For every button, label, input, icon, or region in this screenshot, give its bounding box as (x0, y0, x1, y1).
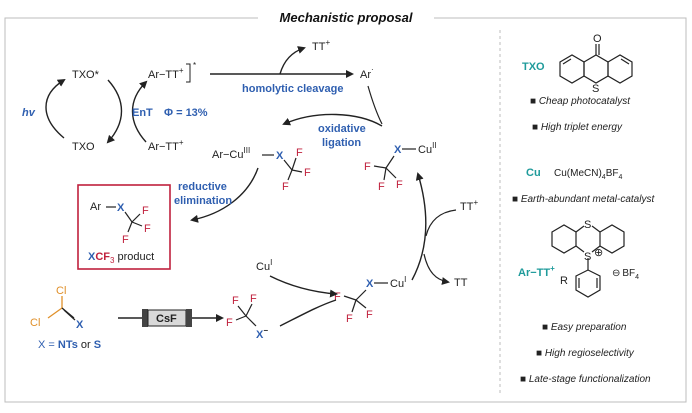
page-title: Mechanistic proposal (280, 10, 413, 25)
svg-text:X: X (276, 150, 284, 162)
svg-text:F: F (334, 291, 341, 303)
svg-text:F: F (304, 167, 311, 179)
svg-text:F: F (296, 147, 303, 159)
cu1-complex: CuI (390, 275, 406, 290)
artt-excited: Ar−TT+ (148, 66, 184, 81)
csf-cartridge-cap-left (142, 309, 148, 327)
txo-ground: TXO (72, 141, 95, 153)
svg-text:Ar: Ar (90, 201, 101, 213)
txo-side-label: TXO (522, 61, 545, 73)
tt-plus-reagent: TT+ (460, 198, 478, 213)
cl-top: Cl (56, 285, 66, 297)
svg-text:F: F (378, 181, 385, 193)
bf4-anion: ⊖BF4 (612, 268, 639, 281)
aryl-radical: Ar· (360, 65, 374, 81)
ent-arc-left (106, 79, 123, 144)
aryl-cu3-complex: Ar−CuIII (212, 146, 250, 161)
csf-cartridge-cap-right (186, 309, 192, 327)
radical-feed-arrow (367, 85, 383, 125)
svg-text:F: F (232, 295, 239, 307)
anion-x: X− (256, 326, 268, 341)
artt-side-label: Ar−TT+ (518, 264, 555, 279)
svg-text:F: F (282, 181, 289, 193)
tt-plus-released: TT+ (312, 38, 330, 53)
cu1-free: CuI (256, 258, 272, 273)
artt-bullet-2: ■ High regioselectivity (536, 348, 635, 359)
oxidative-label: oxidative (318, 123, 366, 135)
svg-text:X: X (394, 144, 402, 156)
svg-text:F: F (144, 223, 151, 235)
txo-excited: TXO* (72, 69, 100, 81)
reductive-label: reductive (178, 181, 227, 193)
x-definition: X = NTs or S (38, 339, 101, 351)
cu-bullet: ■ Earth-abundant metal-catalyst (512, 194, 655, 205)
svg-text:F: F (122, 234, 129, 246)
quantum-yield: Φ = 13% (164, 107, 208, 119)
reagent-x: X (76, 319, 84, 331)
product-box (77, 184, 171, 270)
svg-text:F: F (226, 317, 233, 329)
tt-release-arrow (279, 46, 306, 75)
txo-oxygen: O (593, 33, 602, 45)
oxidative-ligation-arrow (282, 113, 383, 127)
artt-ground: Ar−TT+ (148, 138, 184, 153)
svg-text:F: F (346, 313, 353, 325)
csf-label: CsF (156, 313, 177, 325)
tt-plus-consumed-arrow (425, 209, 457, 237)
svg-text:*: * (193, 61, 196, 70)
thianthrenium-structure (551, 224, 625, 298)
svg-text:F: F (396, 179, 403, 191)
svg-text:F: F (366, 309, 373, 321)
product-label: XCF3 product (88, 251, 154, 265)
txo-sulfur: S (592, 83, 599, 95)
artt-bullet-3: ■ Late-stage functionalization (520, 374, 651, 385)
txo-bullet-2: ■ High triplet energy (532, 122, 623, 133)
tt-product: TT (454, 277, 468, 289)
cu1-merge-arrow (269, 275, 338, 298)
thioxanthone-structure (559, 44, 633, 84)
cleavage-label: homolytic cleavage (242, 83, 344, 95)
tt-release-arrow-2 (423, 253, 450, 285)
tt-plus-charge: ⊕ (594, 247, 603, 259)
artt-r-group: R (560, 275, 568, 287)
txo-bullet-1: ■ Cheap photocatalyst (530, 96, 631, 107)
svg-text:X: X (117, 202, 125, 214)
cu-formula: Cu(MeCN)4BF4 (554, 168, 622, 181)
ligation-label: ligation (322, 137, 361, 149)
svg-text:F: F (250, 293, 257, 305)
artt-bullet-1: ■ Easy preparation (542, 322, 627, 333)
hv-arc (45, 78, 66, 139)
anion-merge-arrow (279, 299, 337, 327)
hv-label: hv (22, 107, 36, 119)
oxidation-arrow (411, 172, 427, 281)
reductive-elimination-arrow (190, 167, 259, 223)
excited-bracket (186, 63, 191, 83)
svg-text:F: F (142, 205, 149, 217)
ent-label: EnT (132, 107, 153, 119)
cl-left: Cl (30, 317, 40, 329)
ent-arc-right (131, 80, 148, 143)
tt-sulfur-top: S (584, 219, 591, 231)
elimination-label: elimination (174, 195, 232, 207)
svg-text:F: F (364, 161, 371, 173)
svg-text:X: X (366, 278, 374, 290)
cu2-complex: CuII (418, 141, 437, 156)
tt-sulfur-bottom: S (584, 251, 591, 263)
cu-side-label: Cu (526, 167, 541, 179)
